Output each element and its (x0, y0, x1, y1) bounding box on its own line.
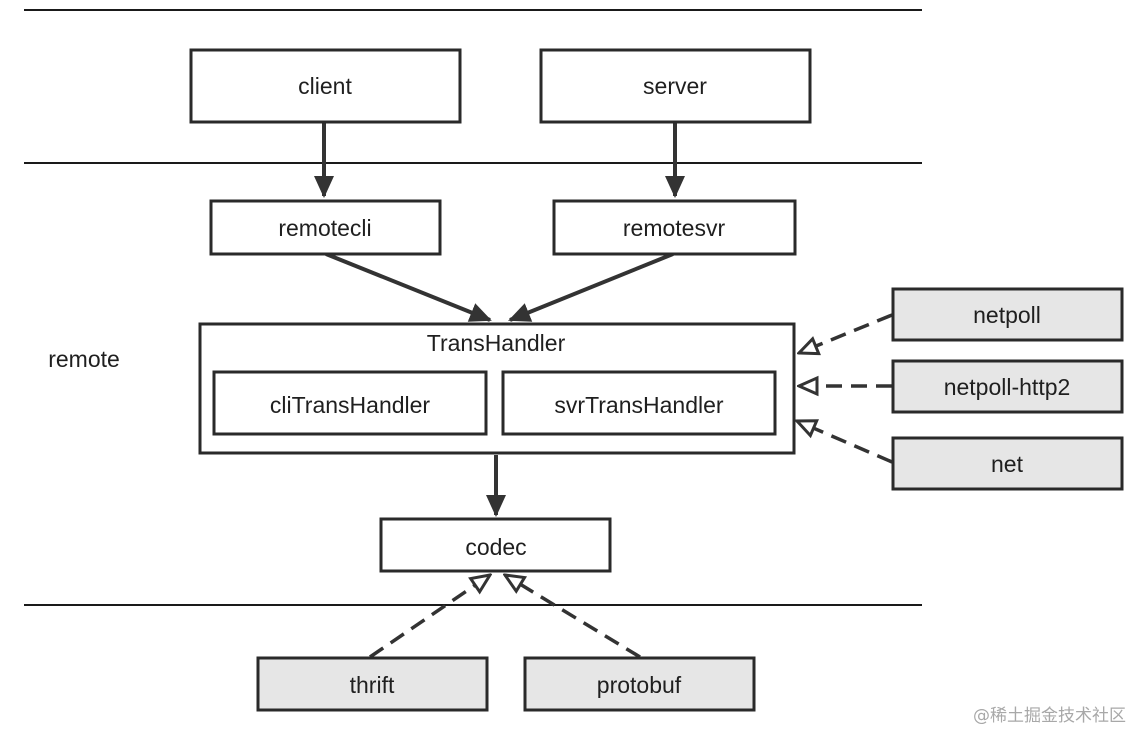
thrift-box: thrift (256, 656, 489, 712)
client-label: client (298, 73, 352, 99)
netpoll-implements-arrow (799, 313, 893, 353)
server-box: server (539, 48, 812, 124)
svrtranshandler-box: svrTransHandler (501, 370, 777, 436)
remotesvr-label: remotesvr (623, 215, 726, 241)
netpoll-box: netpoll (891, 287, 1124, 342)
remotesvr-box: remotesvr (552, 199, 797, 256)
server-label: server (643, 73, 707, 99)
svrtranshandler-label: svrTransHandler (554, 392, 723, 418)
remote-layer-label: remote (48, 346, 120, 372)
netpoll-http2-label: netpoll-http2 (944, 374, 1071, 400)
net-label: net (991, 451, 1024, 477)
net-implements-arrow (797, 421, 893, 464)
codec-box: codec (379, 517, 612, 573)
codec-label: codec (465, 534, 526, 560)
client-box: client (189, 48, 462, 124)
transhandler-label: TransHandler (427, 330, 566, 356)
clitranshandler-box: cliTransHandler (212, 370, 488, 436)
protobuf-box: protobuf (523, 656, 756, 712)
protobuf-implements-codec-arrow (505, 575, 641, 659)
netpoll-http2-box: netpoll-http2 (891, 359, 1124, 414)
watermark-text: @稀土掘金技术社区 (973, 706, 1126, 726)
net-box: net (891, 436, 1124, 491)
netpoll-label: netpoll (973, 302, 1041, 328)
remotesvr-to-transhandler-arrow (508, 252, 674, 322)
remotecli-label: remotecli (278, 215, 371, 241)
remotecli-box: remotecli (209, 199, 442, 256)
thrift-implements-codec-arrow (369, 575, 490, 659)
remotecli-to-transhandler-arrow (325, 252, 492, 322)
clitranshandler-label: cliTransHandler (270, 392, 431, 418)
protobuf-label: protobuf (597, 672, 682, 698)
thrift-label: thrift (350, 672, 395, 698)
